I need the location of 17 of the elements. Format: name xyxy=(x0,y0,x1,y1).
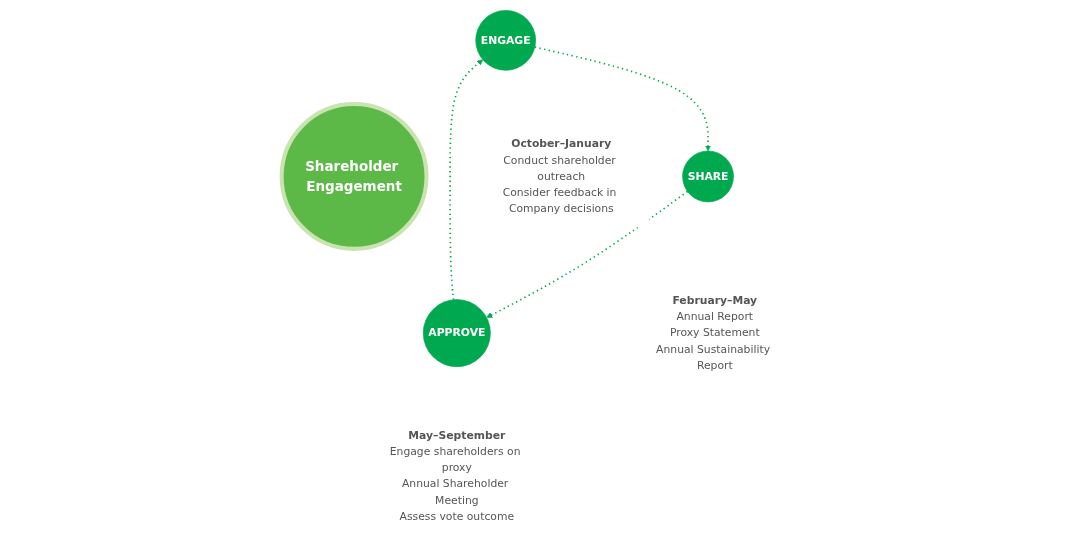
node-circle: ENGAGE xyxy=(475,10,536,71)
node-circle: APPROVE xyxy=(422,299,491,368)
node-label: Engage shareholders on proxy xyxy=(389,444,521,474)
node-label: Conduct shareholder outreach xyxy=(503,153,616,183)
node-label: Assess vote outcome xyxy=(399,509,515,523)
node-label: May–September xyxy=(408,428,506,442)
node-label: Annual Sustainability Report xyxy=(656,342,771,372)
node-label: Consider feedback in Company decisions xyxy=(502,185,617,215)
node-label: October–January xyxy=(511,137,612,151)
node-circle: Shareholder Engagement xyxy=(279,102,429,251)
node-label: Annual Report xyxy=(676,310,754,324)
node-label: Proxy Statement xyxy=(669,326,760,340)
node-label: Annual Shareholder Meeting xyxy=(401,477,509,507)
arrow xyxy=(534,46,711,152)
node-circle: SHARE xyxy=(682,150,734,203)
node-label: February–May xyxy=(672,294,758,307)
arrow xyxy=(449,59,484,301)
